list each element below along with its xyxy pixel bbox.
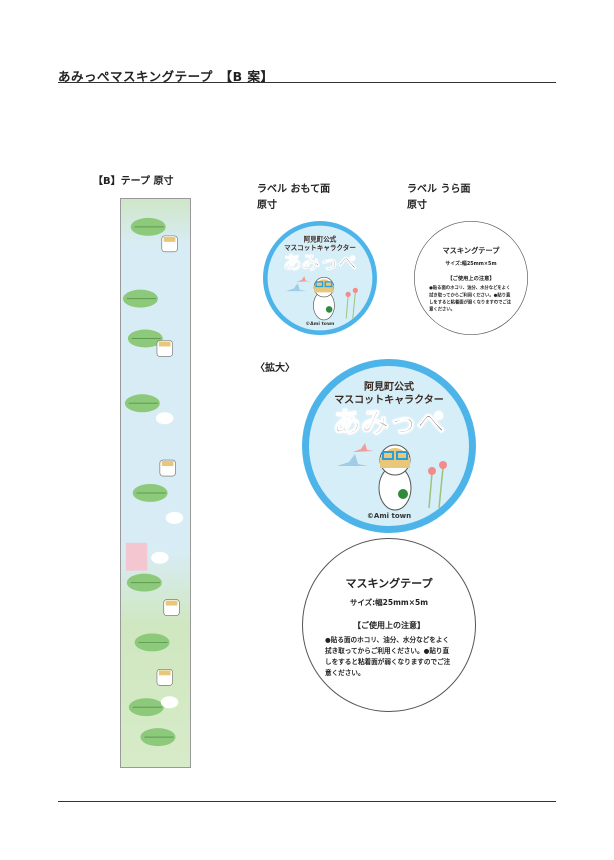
front-line2: マスコットキャラクター — [284, 244, 356, 252]
cloud-icon — [151, 551, 169, 564]
back-section-sub: 原寸 — [407, 200, 427, 211]
front-name: あみっぺ — [283, 251, 357, 274]
back-title: マスキングテープ — [442, 246, 500, 256]
cloud-icon — [155, 412, 174, 425]
tape-artwork — [120, 198, 191, 768]
footer-divider — [58, 801, 556, 802]
front-copyright: ©Ami town — [366, 512, 412, 520]
mascot-hair — [158, 670, 171, 676]
back-size: サイズ:幅25mm×5m — [349, 598, 429, 607]
cloud-icon — [165, 511, 184, 524]
front-line1: 阿見町公式 — [364, 382, 414, 393]
cloud-icon — [160, 696, 179, 709]
front-label-enlarged: 阿見町公式 マスコットキャラクター あみっぺ ©Ami town — [302, 359, 476, 533]
back-notice-title: 【ご使用上の注意】 — [353, 621, 425, 630]
title-divider — [58, 82, 556, 83]
tape-section-label: 【B】テープ 原寸 — [93, 176, 174, 187]
back-label-small: マスキングテープ サイズ:幅25mm×5m 【ご使用上の注意】 ●貼る面のホコリ… — [414, 221, 528, 335]
front-label-small: 阿見町公式 マスコットキャラクター あみっぺ ©Ami town — [263, 221, 377, 335]
back-label-enlarged: マスキングテープ サイズ:幅25mm×5m 【ご使用上の注意】 ●貼る面のホコリ… — [302, 538, 476, 712]
front-section-label: ラベル おもて面 — [257, 184, 331, 195]
back-section-label: ラベル うら面 — [407, 184, 471, 195]
mascot-hair — [163, 236, 176, 242]
mascot-hair — [161, 461, 174, 467]
mascot-illustration — [285, 276, 358, 321]
mascot-illustration — [337, 443, 447, 511]
tape-illustration — [122, 217, 184, 747]
mascot-hair — [165, 600, 178, 606]
mascot-hair — [158, 341, 171, 347]
front-name: あみっぺ — [332, 406, 445, 440]
back-notice-body: ●貼る面のホコリ、油分、水分などをよく拭き取ってからご利用ください。●貼り直しを… — [429, 285, 512, 313]
house-icon — [125, 542, 148, 571]
front-section-sub: 原寸 — [257, 200, 277, 211]
back-notice-title: 【ご使用上の注意】 — [447, 275, 495, 282]
back-size: サイズ:幅25mm×5m — [445, 260, 497, 267]
front-line2: マスコットキャラクター — [334, 395, 444, 406]
back-title: マスキングテープ — [345, 577, 433, 590]
front-copyright: ©Ami town — [305, 321, 335, 327]
front-line1: 阿見町公式 — [303, 236, 337, 244]
page-title: あみっぺマスキングテープ 【B 案】 — [58, 69, 274, 84]
enlarge-label: 〈拡大〉 — [255, 363, 295, 374]
back-notice-body: ●貼る面のホコリ、油分、水分などをよく拭き取ってからご利用ください。●貼り直しを… — [325, 636, 451, 677]
